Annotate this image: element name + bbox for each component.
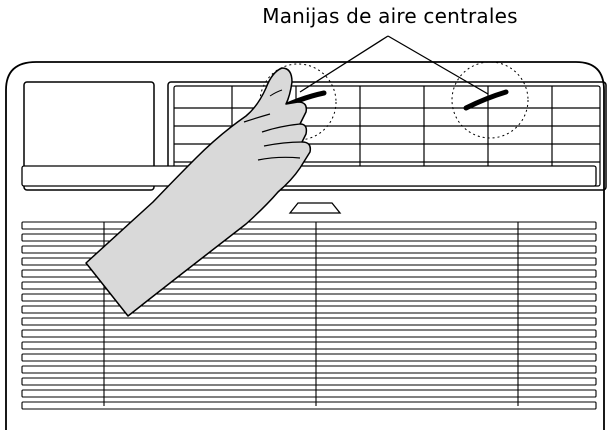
leader-lines <box>299 35 489 95</box>
air-handle-right[interactable] <box>463 89 509 111</box>
louver-slat <box>21 317 597 326</box>
louver-slat <box>21 389 597 398</box>
unit-housing <box>5 61 605 430</box>
louver-slat <box>21 305 597 314</box>
louver-slat <box>21 377 597 386</box>
hand-icon <box>85 67 312 317</box>
lower-louvers <box>21 221 597 410</box>
dashed-circle-icon <box>451 61 529 139</box>
leader-line-right <box>387 35 489 95</box>
louver-slat <box>21 257 597 266</box>
leader-line-left <box>299 35 389 93</box>
louver-slat <box>21 245 597 254</box>
release-tab <box>288 202 342 214</box>
louver-slat <box>21 329 597 338</box>
louver-slat <box>21 401 597 410</box>
louver-slat <box>21 365 597 374</box>
louver-slat <box>21 293 597 302</box>
louver-slat <box>21 221 597 230</box>
dashed-circle-icon <box>259 63 337 141</box>
callout-label: Manijas de aire centrales <box>262 4 518 28</box>
control-panel <box>23 81 155 191</box>
divider-bar <box>21 165 597 187</box>
louver-slat <box>21 341 597 350</box>
louver-slat <box>21 281 597 290</box>
louver-slat <box>21 269 597 278</box>
louver-slat <box>21 233 597 242</box>
louver-slat <box>21 353 597 362</box>
